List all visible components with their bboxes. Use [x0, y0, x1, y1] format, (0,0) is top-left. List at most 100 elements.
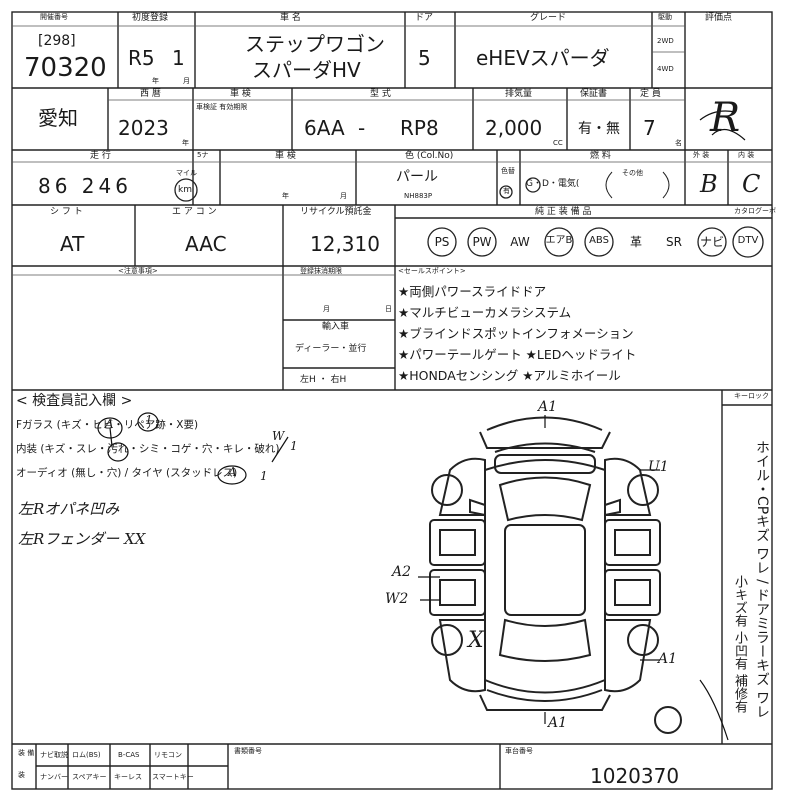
first-registration-month: 1 — [172, 46, 185, 70]
option-rom: ロム(BS) — [72, 751, 101, 759]
car-name-line2: スパーダHV — [252, 58, 361, 82]
inspection-month-unit: 月 — [340, 192, 347, 200]
mileage: 86 246 — [38, 174, 132, 198]
sales-point: ★パワーテールゲート ★LEDヘッドライト — [398, 347, 637, 362]
interior-grade: C — [742, 170, 761, 198]
mark-interior-1: 1 — [260, 469, 268, 483]
color-change-yes: 有 — [503, 187, 510, 195]
sales-point: ★両側パワースライドドア — [398, 284, 547, 299]
equipment-4: ABS — [589, 235, 609, 246]
mark-x: X — [468, 628, 484, 653]
option-bcas: B-CAS — [118, 751, 140, 759]
mark-interior-w: W — [272, 429, 285, 443]
chassis-number: 1020370 — [590, 764, 680, 788]
mark-glass-1: 1 — [145, 413, 153, 427]
shift: AT — [60, 232, 85, 256]
side-note-left: 小キズ有 小凹有 補修有 — [732, 575, 747, 714]
equipment-2: AW — [510, 235, 530, 249]
option-smart-key: スマートキー — [152, 773, 194, 781]
capacity-unit: 名 — [675, 139, 682, 147]
label-capacity: 定 員 — [640, 89, 661, 99]
mark-right-rear: A1 — [658, 651, 678, 667]
label-options: 装 備 — [18, 749, 35, 757]
sales-point: ★HONDAセンシング ★アルミホイール — [398, 368, 621, 383]
label-score: 評価点 — [705, 13, 733, 23]
registration-month: 月 — [323, 305, 330, 313]
capacity: 7 — [643, 116, 656, 140]
displacement-unit: CC — [553, 139, 563, 147]
label-inspection: 車 検 — [230, 89, 251, 99]
label-car-name: 車 名 — [280, 13, 301, 23]
label-import: 輸入車 — [322, 322, 350, 332]
label-interior: 内 装 — [738, 151, 755, 159]
sales-point: ★マルチビューカメラシステム — [398, 305, 572, 320]
label-registration-deadline: 登録抹消期限 — [300, 267, 342, 275]
site-code: [298] — [38, 33, 76, 49]
score-handwritten: R — [710, 95, 741, 141]
lot-number: 70320 — [24, 53, 107, 83]
label-grade: グレード — [530, 13, 567, 23]
label-inspection-2: 車 検 — [275, 151, 296, 161]
mark-interior-w1: 1 — [290, 439, 298, 453]
equipment-8: DTV — [737, 235, 759, 246]
year-unit-2: 年 — [182, 139, 189, 147]
import-type: ディーラー・並行 — [295, 344, 367, 354]
label-mileage: 走 行 — [90, 151, 111, 161]
label-displacement: 排気量 — [505, 89, 533, 99]
month-unit: 月 — [183, 77, 190, 85]
label-equipment: 純 正 装 備 品 — [535, 207, 592, 217]
grade: eHEVスパーダ — [476, 46, 610, 70]
mark-interior-a: A — [228, 465, 237, 479]
inspector-line-glass: Fガラス (キズ・ヒビ・リペア跡・X要) — [16, 419, 199, 431]
label-shift: シ フ ト — [50, 207, 83, 217]
keyless-label: キーロック — [734, 392, 769, 400]
label-recycle: リサイクル預託金 — [300, 207, 372, 217]
equipment-7: ナビ — [699, 235, 724, 249]
label-drive: 駆動 — [658, 13, 672, 21]
drive-2wd: 2WD — [657, 37, 674, 45]
inspector-line-interior: 内装 (キズ・スレ・汚れ・シミ・コゲ・穴・キレ・破れ) — [16, 443, 280, 455]
label-doors: ドア — [415, 13, 434, 23]
handle-side: 左H ・ 右H — [300, 375, 347, 385]
label-chassis-number: 車台番号 — [505, 747, 533, 755]
option-number: ナンバー — [40, 773, 68, 781]
mark-left-mid-2: W2 — [385, 591, 409, 607]
label-exterior: 外 装 — [693, 151, 710, 159]
displacement: 2,000 — [485, 116, 543, 140]
label-notes: <注意事項> — [118, 267, 158, 275]
inspector-title: < 検査員記入欄 > — [16, 393, 133, 409]
doors: 5 — [418, 46, 431, 70]
label-year: 西 暦 — [140, 89, 161, 99]
car-name-line1: ステップワゴン — [245, 32, 385, 56]
registration-day: 日 — [385, 305, 392, 313]
handwritten-note-2: 左Rフェンダー XX — [18, 530, 146, 548]
sales-point: ★ブラインドスポットインフォメーション — [398, 326, 634, 341]
fuel-other: その他 — [622, 169, 643, 177]
label-document-number: 書類番号 — [234, 747, 262, 755]
label-sales-points: <セールスポイント> — [398, 267, 466, 275]
mark-front: A1 — [538, 399, 558, 415]
model-dash: - — [358, 116, 366, 140]
color: パール — [396, 169, 438, 185]
option-remote: リモコン — [154, 751, 182, 759]
option-spare-key: スペアキー — [72, 773, 107, 781]
model-code: RP8 — [400, 116, 439, 140]
label-site: 開催番号 — [40, 13, 68, 21]
handwritten-note-1: 左Rオパネ凹み — [18, 500, 120, 518]
mark-rear: A1 — [548, 715, 568, 731]
side-note-right: ホイル・CPキズ ワレ / ドアミラーキズ ワレ — [754, 440, 770, 719]
equipment-6: SR — [666, 235, 682, 249]
label-color: 色 (Col.No) — [405, 151, 454, 161]
option-keyless: キーレス — [114, 773, 142, 781]
label-fuel: 燃 料 — [590, 151, 611, 161]
model-prefix: 6AA — [304, 116, 345, 140]
mark-glass-a: A — [105, 417, 114, 431]
year-unit: 年 — [152, 77, 159, 85]
vehicle-diagram — [429, 416, 682, 734]
region: 愛知 — [38, 106, 78, 130]
mark-left-mid-1: A2 — [392, 564, 412, 580]
inspection-sub: 車検証 有効期限 — [196, 103, 248, 111]
label-ac: エ ア コ ン — [172, 207, 217, 217]
label-5no: 5ナ — [197, 151, 209, 159]
